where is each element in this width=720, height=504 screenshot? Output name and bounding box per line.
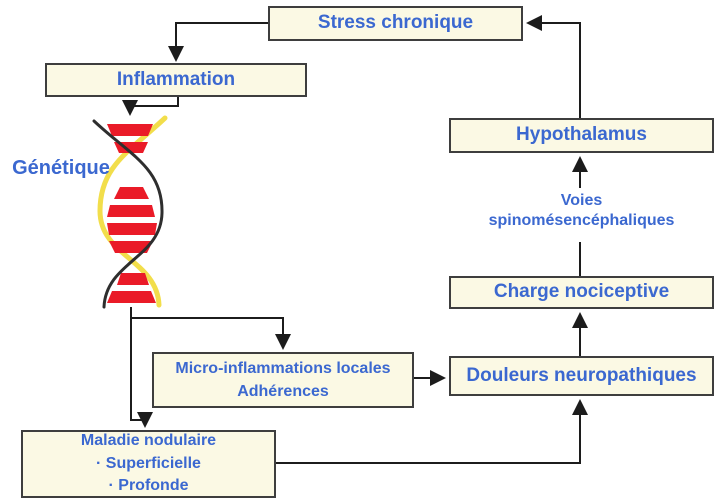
arrow-dna-to-micro-inflammations xyxy=(130,307,291,350)
node-hypothalamus-label: Hypothalamus xyxy=(516,124,647,146)
node-inflammation: Inflammation xyxy=(45,63,307,97)
dna-yellow-strand xyxy=(97,115,168,308)
dna-dark-strand xyxy=(92,119,164,309)
dna-rung xyxy=(114,142,148,153)
arrow-inflammation-to-dna xyxy=(122,97,179,116)
node-inflammation-label: Inflammation xyxy=(116,68,236,90)
arrow-stress-to-inflammation xyxy=(168,22,268,62)
dna-rung xyxy=(109,241,153,253)
dna-rung xyxy=(107,124,153,136)
dna-rung xyxy=(107,291,156,303)
node-charge-nociceptive-label: Charge nociceptive xyxy=(493,281,670,303)
node-micro-inflammations-line1: Micro-inflammations locales xyxy=(175,359,391,377)
arrow-maladie-to-douleurs xyxy=(276,399,588,464)
node-douleurs-neuropathiques-label: Douleurs neuropathiques xyxy=(466,364,697,386)
dna-rung xyxy=(107,223,157,235)
dna-helix-icon xyxy=(92,115,168,309)
node-maladie-nodulaire: Maladie nodulaire · Superficielle · Prof… xyxy=(21,430,276,498)
dna-rung xyxy=(117,273,149,285)
node-charge-nociceptive: Charge nociceptive xyxy=(449,276,714,309)
dna-rung xyxy=(107,205,155,217)
node-micro-inflammations-line2: Adhérences xyxy=(237,383,329,400)
label-voies-line1: Voies xyxy=(560,192,603,209)
node-maladie-nodulaire-line2: · Superficielle xyxy=(96,454,201,472)
node-maladie-nodulaire-line3: · Profonde xyxy=(108,477,189,495)
node-stress-chronique-label: Stress chronique xyxy=(317,12,474,34)
dna-rung xyxy=(114,187,149,199)
arrow-dna-to-maladie-nodulaire xyxy=(130,318,153,428)
node-stress-chronique: Stress chronique xyxy=(268,6,523,41)
label-genetique: Génétique xyxy=(6,155,116,181)
label-voies-line2: spinomésencéphaliques xyxy=(488,212,675,229)
node-maladie-nodulaire-line1: Maladie nodulaire xyxy=(80,432,217,450)
label-voies-spinomesencephaliques: Voies spinomésencéphaliques xyxy=(449,191,714,231)
label-genetique-text: Génétique xyxy=(12,157,110,179)
arrow-hypothalamus-to-stress xyxy=(526,15,581,118)
node-micro-inflammations: Micro-inflammations locales Adhérences xyxy=(152,352,414,408)
node-douleurs-neuropathiques: Douleurs neuropathiques xyxy=(449,356,714,396)
node-hypothalamus: Hypothalamus xyxy=(449,118,714,153)
